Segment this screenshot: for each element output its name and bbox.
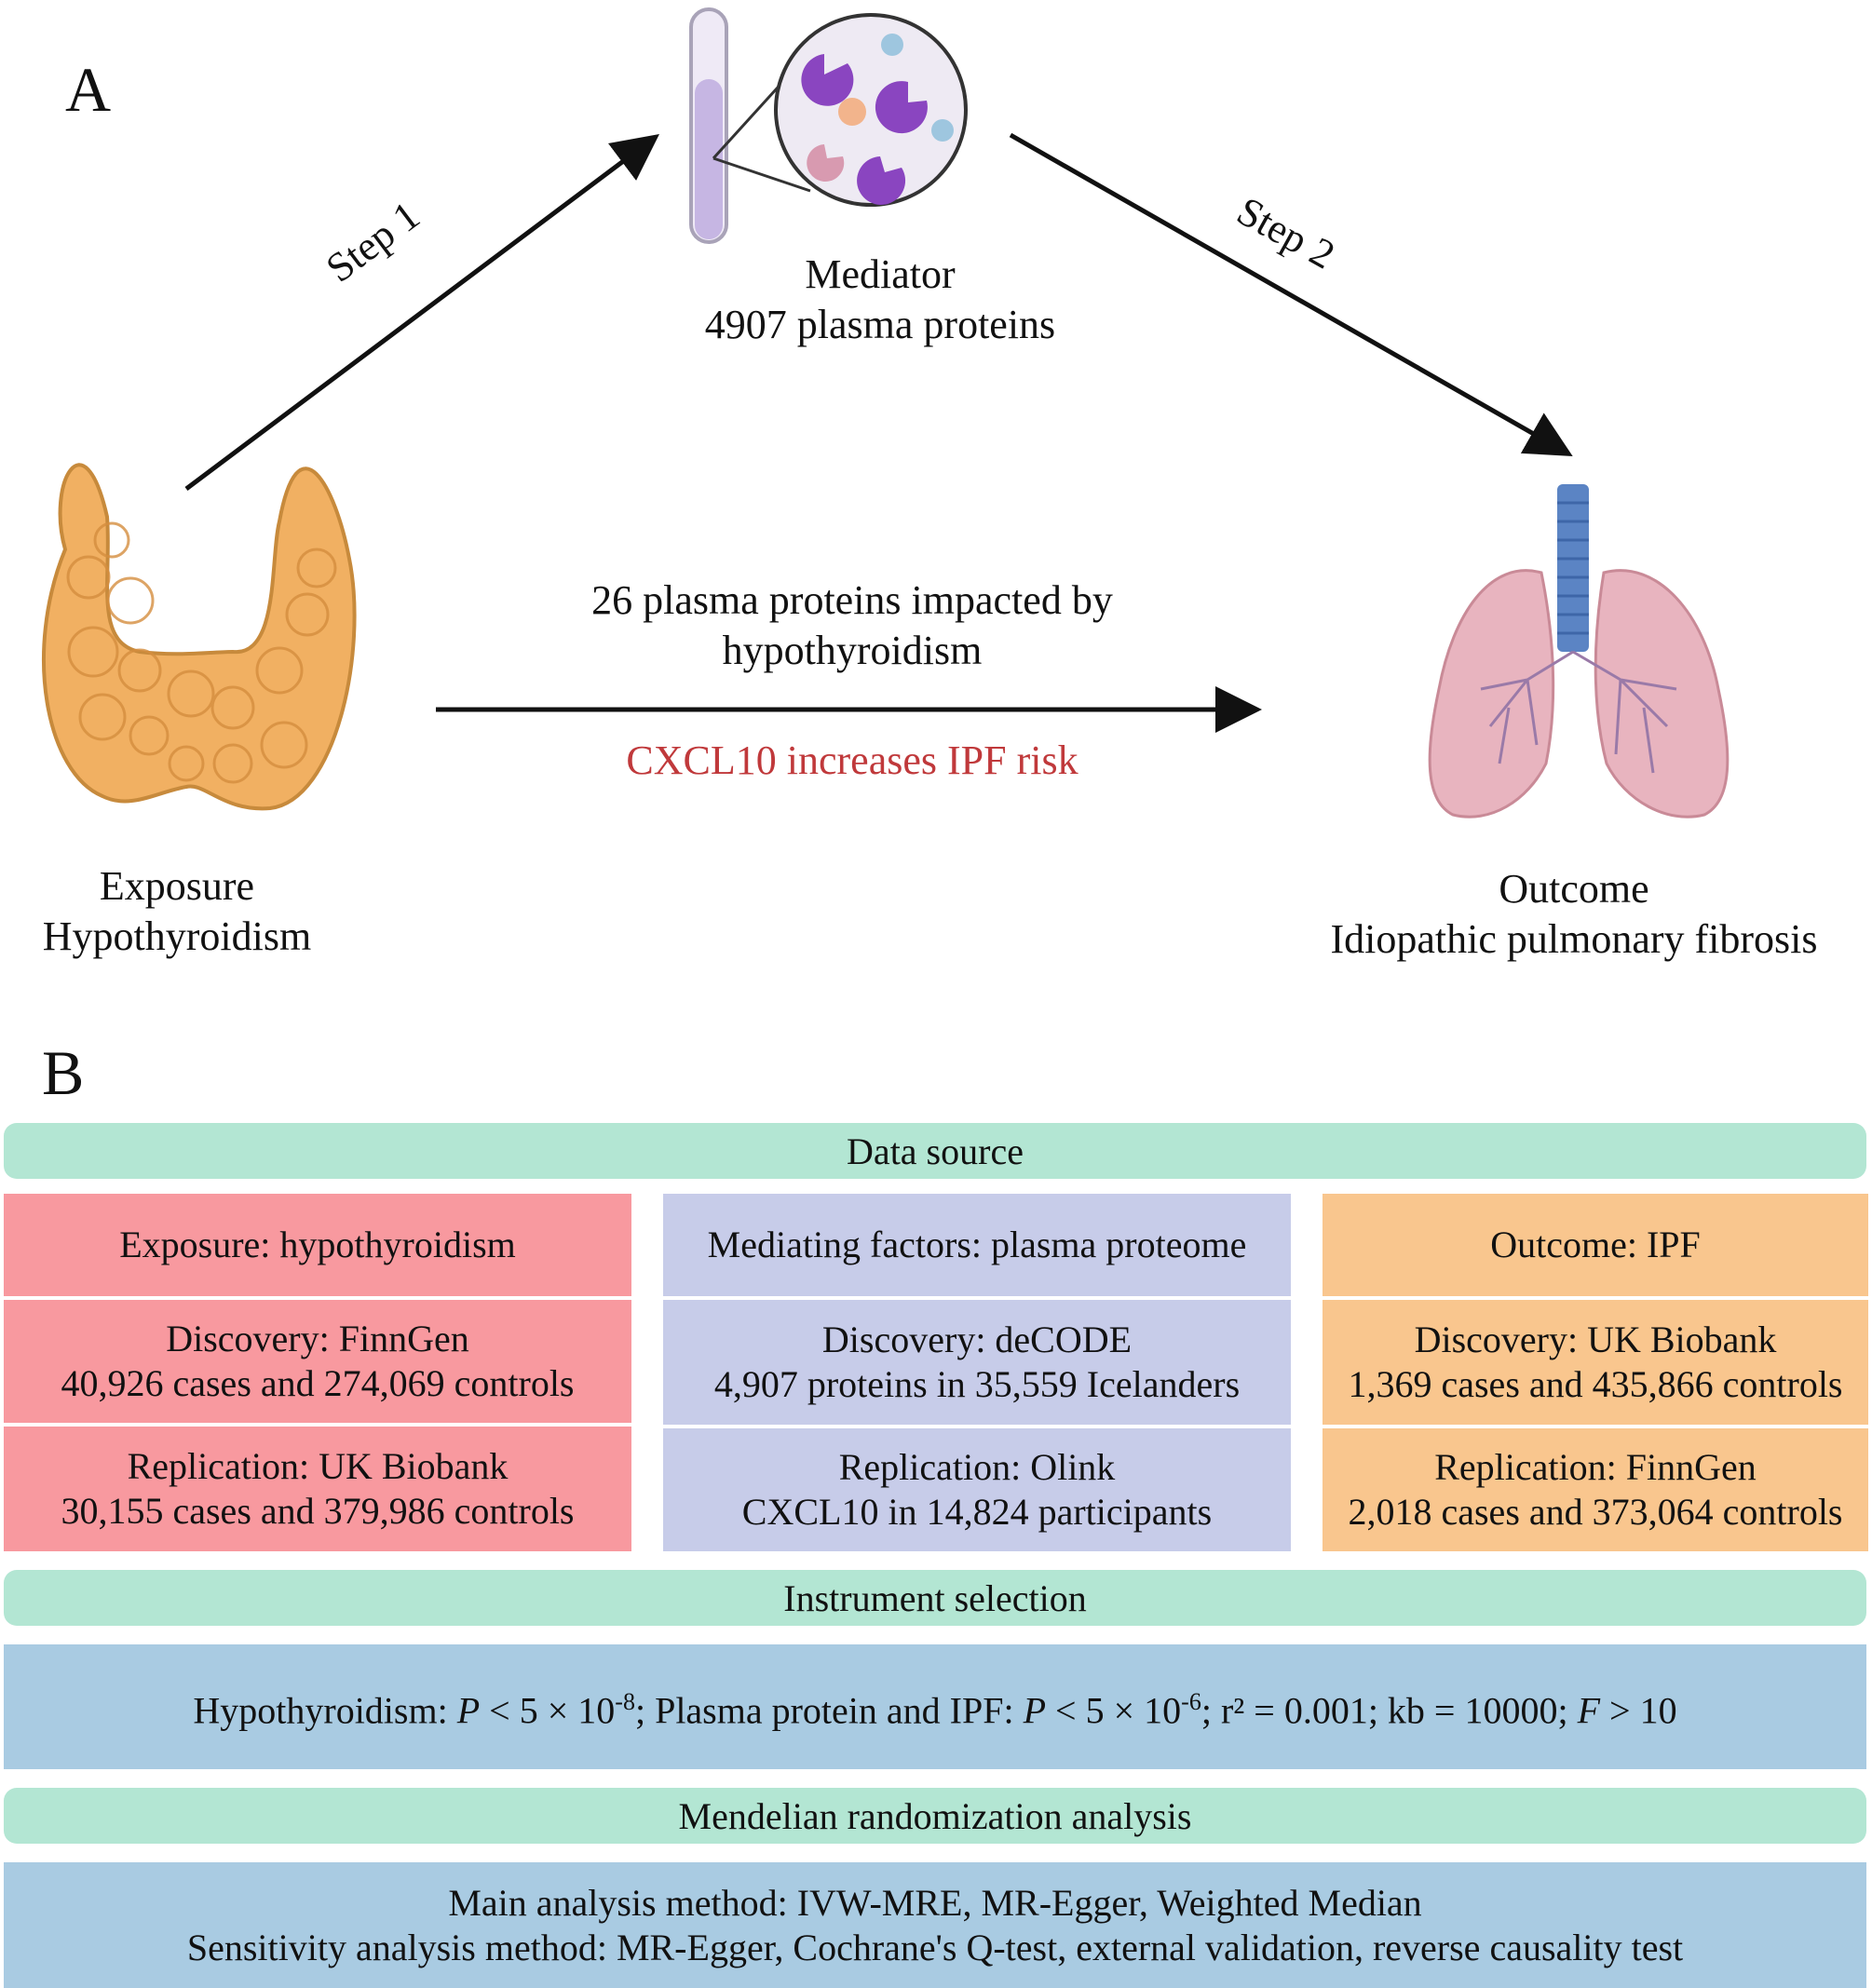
outcome-discovery-box: Discovery: UK Biobank 1,369 cases and 43… [1323, 1300, 1868, 1425]
mr-analysis-bar: Mendelian randomization analysis [4, 1788, 1866, 1844]
mediator-discovery-detail: 4,907 proteins in 35,559 Icelanders [713, 1363, 1241, 1405]
panel-a-letter: A [65, 54, 112, 125]
exponent: -8 [615, 1688, 635, 1716]
exposure-replication-box: Replication: UK Biobank 30,155 cases and… [4, 1427, 631, 1551]
methods-box: Main analysis method: IVW-MRE, MR-Egger,… [4, 1862, 1866, 1988]
p-symbol: P [1023, 1689, 1047, 1732]
criteria-part: > 10 [1600, 1689, 1677, 1732]
sensitivity-method-text: Sensitivity analysis method: MR-Egger, C… [186, 1926, 1684, 1968]
direct-effect-text: 26 plasma proteins impacted by hypothyro… [522, 575, 1183, 676]
mediator-subtitle: 4907 plasma proteins [704, 302, 1056, 347]
panel-a-diagram [42, 7, 1730, 818]
outcome-discovery-name: Discovery: UK Biobank [1414, 1319, 1777, 1360]
p-symbol: P [456, 1689, 481, 1732]
exposure-subtitle: Hypothyroidism [42, 913, 312, 959]
thyroid-icon [42, 463, 357, 811]
outcome-header-text: Outcome: IPF [1490, 1224, 1701, 1265]
mediator-discovery-box: Discovery: deCODE 4,907 proteins in 35,5… [663, 1300, 1291, 1425]
mediator-replication-name: Replication: Olink [838, 1446, 1116, 1488]
outcome-subtitle: Idiopathic pulmonary fibrosis [1330, 916, 1818, 962]
exposure-header-box: Exposure: hypothyroidism [4, 1194, 631, 1296]
mediator-title: Mediator [805, 251, 956, 297]
exposure-discovery-name: Discovery: FinnGen [166, 1318, 469, 1359]
outcome-replication-box: Replication: FinnGen 2,018 cases and 373… [1323, 1428, 1868, 1551]
mediator-replication-detail: CXCL10 in 14,824 participants [741, 1491, 1213, 1533]
outcome-label: Outcome Idiopathic pulmonary fibrosis [1285, 864, 1863, 965]
outcome-title: Outcome [1499, 866, 1649, 912]
exposure-label: Exposure Hypothyroidism [19, 861, 335, 962]
mediator-label: Mediator 4907 plasma proteins [596, 250, 1164, 350]
criteria-part: ; Plasma protein and IPF: [634, 1689, 1024, 1732]
exposure-discovery-box: Discovery: FinnGen 40,926 cases and 274,… [4, 1300, 631, 1423]
instrument-selection-bar: Instrument selection [4, 1570, 1866, 1626]
direct-line1: 26 plasma proteins impacted by [591, 577, 1113, 623]
panel-b-letter: B [42, 1037, 85, 1108]
f-symbol: F [1577, 1689, 1601, 1732]
criteria-part: Hypothyroidism: [193, 1689, 457, 1732]
instrument-criteria-box: Hypothyroidism: P < 5 × 10-8; Plasma pro… [4, 1644, 1866, 1769]
main-method-text: Main analysis method: IVW-MRE, MR-Egger,… [448, 1881, 1422, 1924]
mediator-discovery-name: Discovery: deCODE [821, 1319, 1133, 1360]
instrument-criteria-text: Hypothyroidism: P < 5 × 10-8; Plasma pro… [193, 1680, 1676, 1733]
test-tube-icon [689, 7, 811, 244]
criteria-part: < 5 × 10 [1046, 1689, 1182, 1732]
step2-arrow [1009, 132, 1573, 456]
exposure-header-text: Exposure: hypothyroidism [119, 1224, 516, 1265]
exposure-discovery-detail: 40,926 cases and 274,069 controls [61, 1362, 575, 1404]
criteria-part: < 5 × 10 [480, 1689, 616, 1732]
mediator-replication-box: Replication: Olink CXCL10 in 14,824 part… [663, 1428, 1291, 1551]
exposure-replication-detail: 30,155 cases and 379,986 controls [61, 1490, 575, 1532]
mediator-header-box: Mediating factors: plasma proteome [663, 1194, 1291, 1296]
cxcl10-finding: CXCL10 increases IPF risk [626, 737, 1078, 783]
plasma-protein-icon [774, 13, 968, 207]
outcome-discovery-detail: 1,369 cases and 435,866 controls [1348, 1363, 1843, 1405]
mediator-header-text: Mediating factors: plasma proteome [707, 1224, 1247, 1265]
outcome-header-box: Outcome: IPF [1323, 1194, 1868, 1296]
outcome-replication-name: Replication: FinnGen [1434, 1446, 1757, 1488]
direct-line2: hypothyroidism [722, 628, 983, 673]
outcome-replication-detail: 2,018 cases and 373,064 controls [1348, 1491, 1843, 1533]
step1-arrow [184, 134, 659, 491]
criteria-part: ; r² = 0.001; kb = 10000; [1201, 1689, 1578, 1732]
exposure-replication-name: Replication: UK Biobank [127, 1445, 509, 1487]
exponent: -6 [1181, 1688, 1201, 1716]
lungs-icon [1428, 484, 1730, 818]
exposure-title: Exposure [99, 863, 255, 909]
data-source-bar: Data source [4, 1123, 1866, 1179]
